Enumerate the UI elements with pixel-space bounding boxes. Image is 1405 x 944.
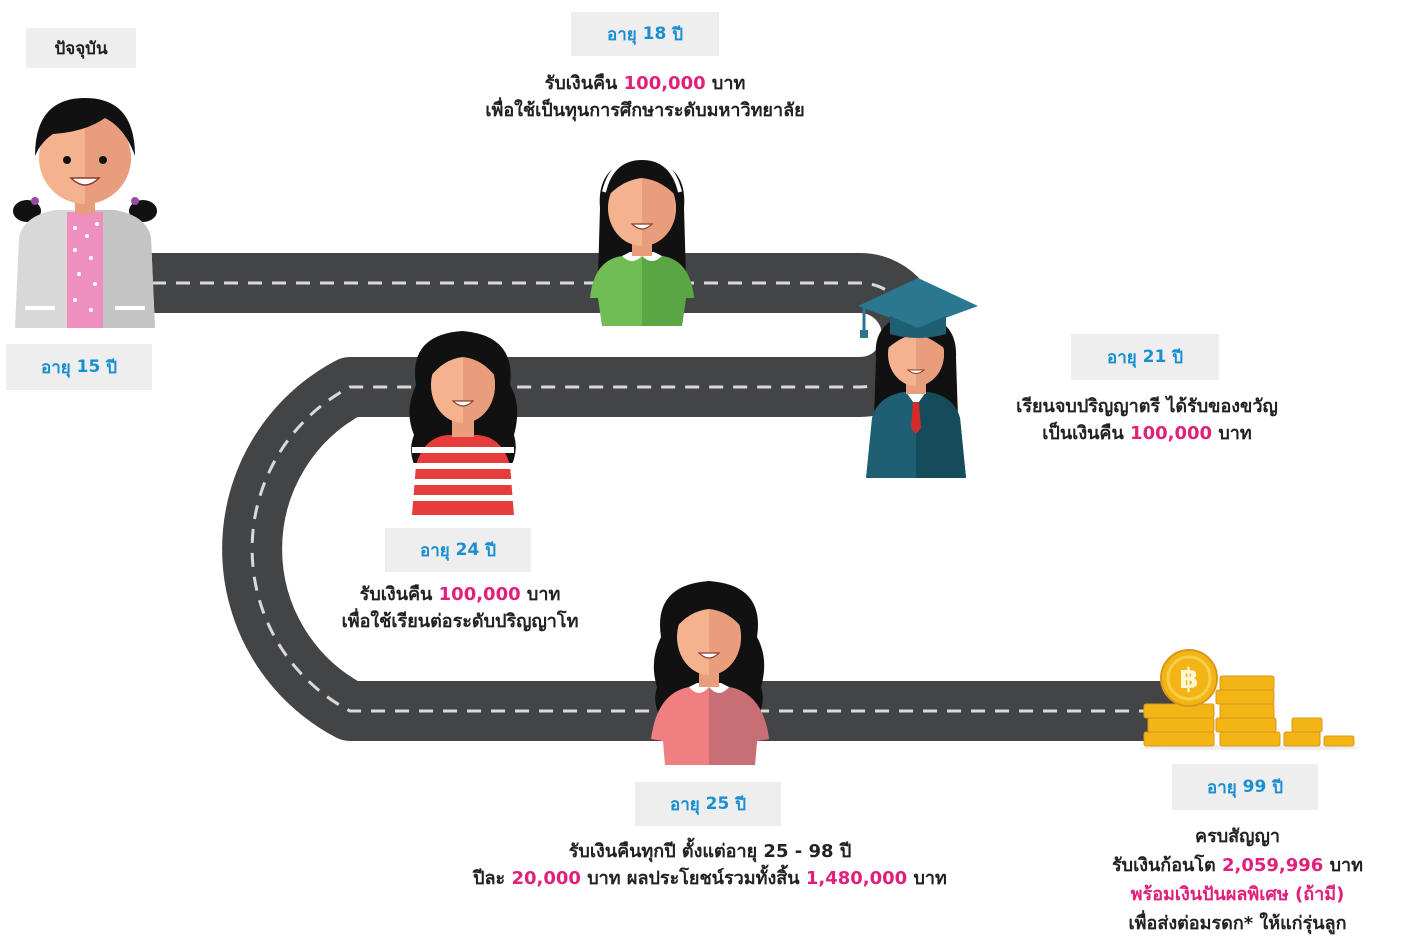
age-18-label: อายุ	[606, 24, 637, 45]
age-25-unit: ปี	[735, 794, 747, 815]
age-18-line1-pre: รับเงินคืน	[544, 73, 618, 94]
age-18-description: รับเงินคืน 100,000 บาท เพื่อใช้เป็นทุนกา…	[440, 70, 850, 124]
graduate-age-21-illustration	[858, 278, 978, 478]
road-surface	[80, 253, 1180, 741]
age-24-description: รับเงินคืน 100,000 บาท เพื่อใช้เรียนต่อร…	[300, 581, 620, 635]
age-21-description: เรียนจบปริญญาตรี ได้รับของขวัญ เป็นเงินค…	[980, 393, 1314, 447]
baht-symbol: ฿	[1179, 661, 1199, 695]
age-24-label: อายุ	[419, 540, 450, 561]
present-badge: ปัจจุบัน	[26, 28, 136, 68]
age-24-line1-post: บาท	[526, 584, 561, 605]
age-18-line2: เพื่อใช้เป็นทุนการศึกษาระดับมหาวิทยาลัย	[485, 100, 805, 121]
age-25-line2-pre: ปีละ	[473, 868, 506, 889]
age-21-label: อายุ	[1106, 347, 1137, 368]
age-99-label: อายุ	[1206, 777, 1237, 798]
age-99-amount: 2,059,996	[1221, 855, 1324, 876]
age-21-value: 21	[1142, 347, 1167, 367]
age-25-amount: 20,000	[511, 868, 581, 889]
age-99-badge: อายุ 99 ปี	[1172, 764, 1318, 810]
age-25-label: อายุ	[669, 794, 700, 815]
age-24-line2: เพื่อใช้เรียนต่อระดับปริญญาโท	[341, 611, 579, 632]
age-25-value: 25	[705, 794, 730, 814]
present-label: ปัจจุบัน	[54, 38, 108, 59]
age-25-line1-pre: รับเงินคืนทุกปี ตั้งแต่อายุ	[568, 841, 758, 862]
woman-age-24-illustration	[409, 331, 518, 515]
age-99-unit: ปี	[1272, 777, 1284, 798]
age-99-line2-pre: รับเงินก้อนโต	[1111, 855, 1216, 876]
age-99-value: 99	[1242, 777, 1267, 797]
age-24-badge: อายุ 24 ปี	[385, 528, 531, 572]
age-24-line1-pre: รับเงินคืน	[359, 584, 433, 605]
age-18-line1-post: บาท	[711, 73, 746, 94]
age-25-total: 1,480,000	[805, 868, 908, 889]
age-21-badge: อายุ 21 ปี	[1071, 334, 1219, 380]
age-25-line1-post: ปี	[839, 841, 852, 862]
age-18-amount: 100,000	[623, 73, 706, 94]
age-99-line2-post: บาท	[1329, 855, 1364, 876]
age-25-range: 25 - 98	[763, 841, 834, 862]
age-21-amount: 100,000	[1130, 423, 1213, 444]
age-25-badge: อายุ 25 ปี	[635, 782, 781, 826]
age-24-unit: ปี	[485, 540, 497, 561]
age-24-amount: 100,000	[438, 584, 521, 605]
age-21-unit: ปี	[1172, 347, 1184, 368]
age-21-line2-pre: เป็นเงินคืน	[1042, 423, 1124, 444]
age-15-label: อายุ	[40, 357, 71, 378]
age-99-line3: พร้อมเงินปันผลพิเศษ (ถ้ามี)	[1130, 884, 1345, 905]
age-25-description: รับเงินคืนทุกปี ตั้งแต่อายุ 25 - 98 ปี ป…	[390, 838, 1030, 892]
age-18-badge: อายุ 18 ปี	[571, 12, 719, 56]
girl-age-18-illustration	[590, 155, 694, 326]
woman-age-25-illustration	[651, 581, 769, 765]
age-15-value: 15	[76, 357, 101, 377]
age-21-line2-post: บาท	[1218, 423, 1252, 444]
age-25-line2-mid: บาท ผลประโยชน์รวมทั้งสิ้น	[587, 868, 800, 889]
age-18-value: 18	[642, 24, 667, 44]
girl-age-15-illustration	[13, 98, 157, 328]
gold-coins-illustration	[1140, 649, 1360, 750]
age-25-line2-post: บาท	[913, 868, 947, 889]
age-99-description: ครบสัญญา รับเงินก้อนโต 2,059,996 บาท พร้…	[1075, 822, 1400, 938]
age-18-unit: ปี	[672, 24, 684, 45]
age-99-line1: ครบสัญญา	[1195, 826, 1280, 847]
age-24-value: 24	[455, 540, 480, 560]
age-15-badge: อายุ 15 ปี	[6, 344, 152, 390]
age-21-line1: เรียนจบปริญญาตรี ได้รับของขวัญ	[1016, 396, 1278, 417]
age-99-line4: เพื่อส่งต่อมรดก* ให้แก่รุ่นลูก	[1128, 913, 1347, 934]
age-15-unit: ปี	[106, 357, 118, 378]
